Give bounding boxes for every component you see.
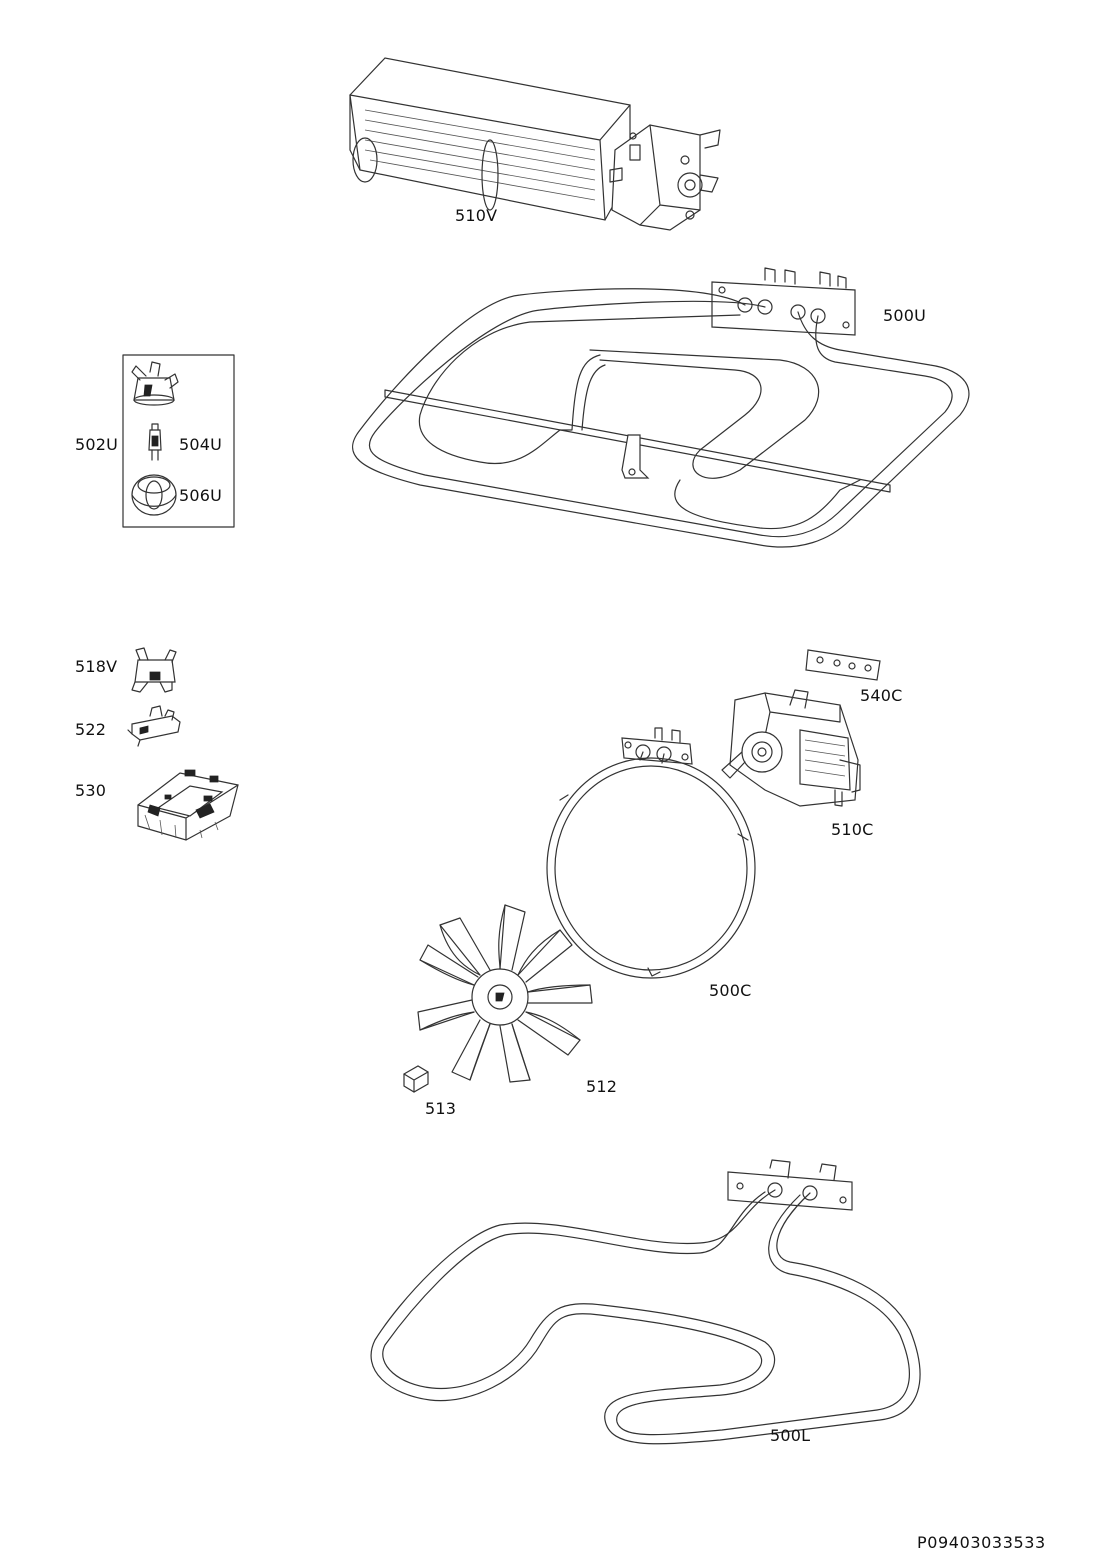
part-label-512: 512 <box>586 1077 618 1096</box>
part-530-drawing <box>137 769 239 841</box>
part-label-513: 513 <box>425 1099 457 1118</box>
part-label-504U: 504U <box>179 435 223 454</box>
part-513-drawing <box>403 1065 429 1093</box>
part-512-drawing <box>417 904 593 1083</box>
part-label-500C: 500C <box>709 981 752 1000</box>
drawing-code: P09403033533 <box>917 1533 1046 1552</box>
part-label-502U: 502U <box>75 435 119 454</box>
part-label-500L: 500L <box>770 1426 811 1445</box>
part-510C-drawing <box>721 689 861 807</box>
part-label-530: 530 <box>75 781 107 800</box>
part-500L-drawing <box>370 1159 921 1445</box>
part-522-drawing <box>127 705 181 747</box>
part-label-522: 522 <box>75 720 107 739</box>
part-label-500U: 500U <box>883 306 927 325</box>
part-500U-drawing <box>351 267 970 548</box>
part-label-518V: 518V <box>75 657 118 676</box>
part-label-506U: 506U <box>179 486 223 505</box>
part-540C-drawing <box>805 649 881 681</box>
part-label-540C: 540C <box>860 686 903 705</box>
part-label-510C: 510C <box>831 820 874 839</box>
part-518V-drawing <box>131 647 177 693</box>
part-502U-drawing <box>122 354 235 528</box>
part-label-510V: 510V <box>455 206 498 225</box>
part-500C-drawing <box>546 727 756 979</box>
part-510V-drawing <box>349 57 721 231</box>
